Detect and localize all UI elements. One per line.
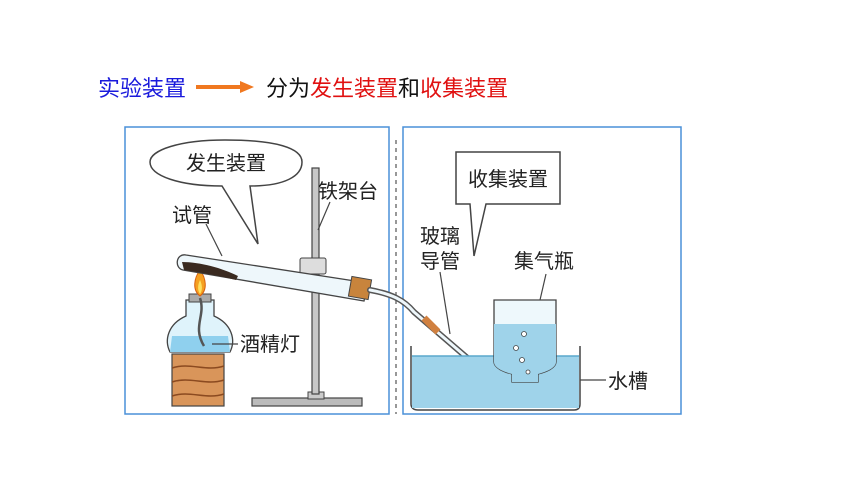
- test-tube: [176, 254, 373, 302]
- test-tube-leader: [205, 223, 223, 257]
- title-experiment-apparatus: 实验装置: [98, 77, 187, 102]
- glass-tube-label-line1: 玻璃: [420, 224, 460, 248]
- gas-bottle-label: 集气瓶: [514, 249, 574, 273]
- title-collection-apparatus: 收集装置: [420, 77, 509, 102]
- title-generation-apparatus: 发生装置: [310, 77, 399, 102]
- wooden-block: [171, 353, 225, 407]
- generation-bubble: [149, 139, 303, 245]
- water-trough-label: 水槽: [608, 369, 648, 393]
- test-tube-label: 试管: [172, 203, 212, 227]
- right-arrow-icon: [196, 81, 255, 93]
- title-row: 实验装置 分为 发生装置 和 收集装置: [98, 70, 508, 104]
- collection-bubble-label: 收集装置: [468, 167, 548, 191]
- gas-collecting-bottle: [493, 299, 557, 383]
- glass-tube-label-line2: 导管: [420, 249, 460, 273]
- collection-bubble: [455, 151, 561, 257]
- title-divided-into: 分为: [266, 77, 311, 102]
- gas-bottle-leader: [539, 273, 547, 301]
- iron-stand-label: 铁架台: [318, 179, 378, 203]
- glass-tube-leader: [439, 271, 451, 335]
- iron-stand-leader: [317, 201, 331, 231]
- rubber-connector: [421, 315, 441, 335]
- generation-bubble-label: 发生装置: [186, 151, 266, 175]
- alcohol-lamp: [166, 269, 234, 353]
- title-and: 和: [398, 77, 421, 102]
- alcohol-lamp-label: 酒精灯: [240, 332, 300, 356]
